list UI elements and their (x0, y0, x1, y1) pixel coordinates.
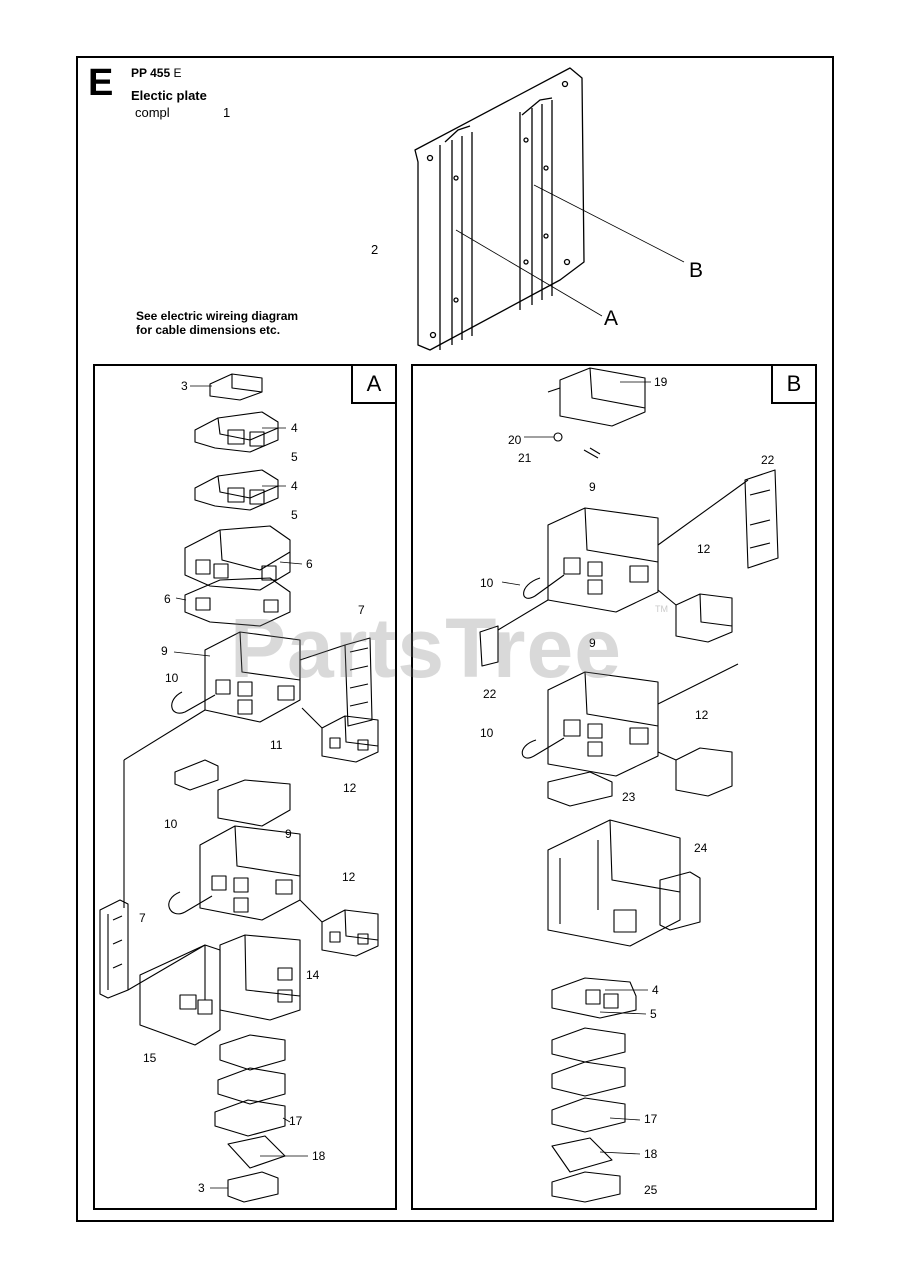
part-label: 23 (622, 790, 636, 804)
section-letter: E (88, 62, 114, 104)
part-label: 4 (652, 983, 659, 997)
electric-plate-drawing (414, 67, 685, 351)
part-label: 9 (285, 827, 292, 841)
panel-b-drawing (479, 367, 779, 1203)
wiring-note-line2: for cable dimensions etc. (136, 323, 281, 337)
part-label: 21 (518, 451, 532, 465)
compl-number: 1 (223, 105, 231, 120)
model-number: PP 455 E (131, 66, 182, 80)
part-label: 10 (164, 817, 178, 831)
part-label: 4 (291, 421, 298, 435)
part-label: 12 (697, 542, 711, 556)
panel-a-tag: A (351, 366, 395, 404)
wiring-note-line1: See electric wireing diagram (136, 309, 299, 323)
part-label: 3 (198, 1181, 205, 1195)
part-label: 24 (694, 841, 708, 855)
part-label: 4 (291, 479, 298, 493)
panel-b: B (411, 364, 817, 1210)
panel-a-drawing (99, 373, 379, 1203)
part-label: 20 (508, 433, 522, 447)
part-label: 5 (291, 508, 298, 522)
model-name: PP 455 (131, 66, 171, 80)
part-label: 12 (695, 708, 709, 722)
part-label: 15 (143, 1051, 157, 1065)
part-label: 11 (270, 738, 283, 752)
part-label: 6 (306, 557, 313, 571)
part-label: 22 (761, 453, 775, 467)
part-label: 17 (289, 1114, 303, 1128)
part-label: 10 (480, 726, 494, 740)
part-label: 12 (342, 870, 356, 884)
part-label: 6 (164, 592, 171, 606)
watermark-trademark: TM (655, 604, 668, 614)
diagram-frame (76, 56, 834, 1222)
part-label: 5 (650, 1007, 657, 1021)
part-label: 9 (161, 644, 168, 658)
part-label: 7 (139, 911, 146, 925)
panel-a: A (93, 364, 397, 1210)
part-label: 3 (181, 379, 188, 393)
leader-lines (173, 381, 651, 1189)
part-label: 9 (589, 480, 596, 494)
part-label: 7 (358, 603, 365, 617)
part-label: 18 (644, 1147, 658, 1161)
part-label: 14 (306, 968, 320, 982)
wiring-note: See electric wireing diagram for cable d… (136, 309, 298, 337)
callout-a: A (604, 307, 619, 330)
part-title: Electic plate (131, 88, 207, 103)
part-label: 9 (589, 636, 596, 650)
part-label: 18 (312, 1149, 326, 1163)
part-label: 10 (165, 671, 179, 685)
part-label: 22 (483, 687, 497, 701)
panel-b-tag: B (771, 366, 815, 404)
part-label: 5 (291, 450, 298, 464)
part-label: 19 (654, 375, 668, 389)
part-label: 10 (480, 576, 494, 590)
plate-number: 2 (371, 242, 379, 257)
compl-label: compl (135, 105, 170, 120)
part-label: 25 (644, 1183, 658, 1197)
partstree-watermark: PartsTree (230, 601, 622, 695)
part-label: 17 (644, 1112, 658, 1126)
model-suffix: E (173, 66, 182, 80)
callout-b: B (689, 259, 704, 282)
part-label: 12 (343, 781, 357, 795)
